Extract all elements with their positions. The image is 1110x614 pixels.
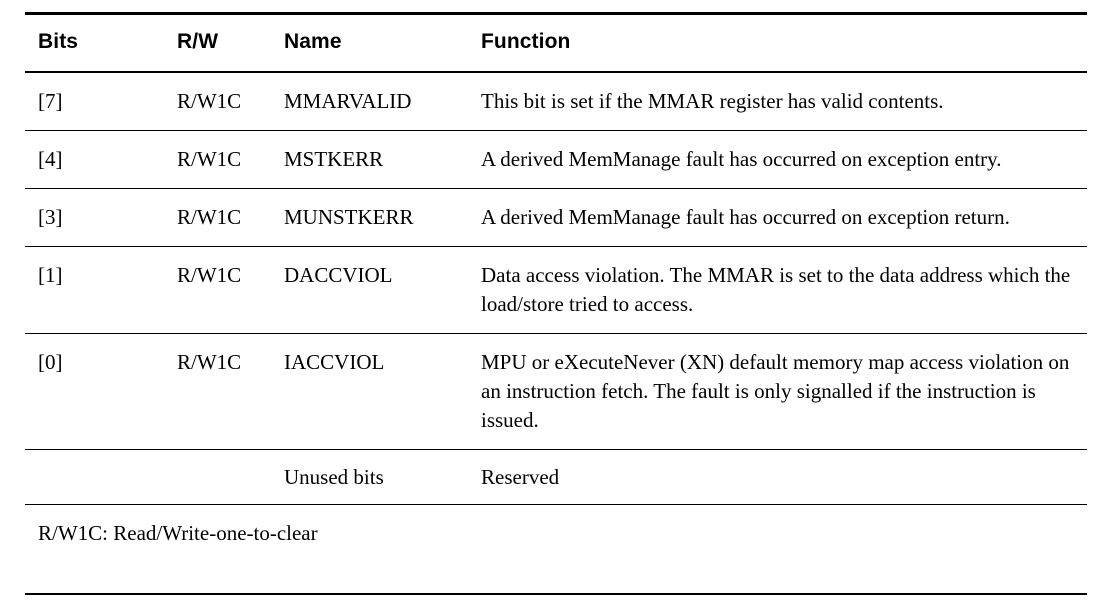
table-row-unused-bits: Unused bits Reserved [25, 449, 1087, 505]
table-body: [7] R/W1C MMARVALID This bit is set if t… [25, 72, 1087, 562]
cell-name: MSTKERR [265, 130, 459, 189]
cell-function: Reserved [459, 449, 1087, 505]
column-header-name: Name [265, 12, 459, 73]
cell-bits: [0] [25, 333, 157, 450]
cell-name: MUNSTKERR [265, 188, 459, 247]
cell-name: Unused bits [265, 449, 459, 505]
table-footnote-row: R/W1C: Read/Write-one-to-clear [25, 505, 1087, 563]
cell-bits [25, 449, 157, 505]
cell-rw: R/W1C [157, 188, 265, 247]
cell-bits: [7] [25, 72, 157, 131]
footnote-text: R/W1C: Read/Write-one-to-clear [38, 521, 318, 545]
cell-bits: [4] [25, 130, 157, 189]
table-header-row: Bits R/W Name Function [25, 12, 1087, 73]
cell-rw [157, 449, 265, 505]
cell-function: Data access violation. The MMAR is set t… [459, 246, 1087, 334]
table-row: [7] R/W1C MMARVALID This bit is set if t… [25, 72, 1087, 131]
table-row: [4] R/W1C MSTKERR A derived MemManage fa… [25, 130, 1087, 189]
column-header-rw: R/W [157, 12, 265, 73]
cell-name: DACCVIOL [265, 246, 459, 334]
cell-function: A derived MemManage fault has occurred o… [459, 188, 1087, 247]
column-header-bits: Bits [25, 12, 157, 73]
cell-function: MPU or eXecuteNever (XN) default memory … [459, 333, 1087, 450]
cell-rw: R/W1C [157, 333, 265, 450]
table-row: [3] R/W1C MUNSTKERR A derived MemManage … [25, 188, 1087, 247]
cell-name: MMARVALID [265, 72, 459, 131]
cell-rw: R/W1C [157, 246, 265, 334]
table-row: [1] R/W1C DACCVIOL Data access violation… [25, 246, 1087, 334]
cell-bits: [1] [25, 246, 157, 334]
cell-rw: R/W1C [157, 72, 265, 131]
cell-function: A derived MemManage fault has occurred o… [459, 130, 1087, 189]
column-header-function: Function [459, 12, 1087, 73]
cell-function: This bit is set if the MMAR register has… [459, 72, 1087, 131]
table-row: [0] R/W1C IACCVIOL MPU or eXecuteNever (… [25, 333, 1087, 450]
cell-name: IACCVIOL [265, 333, 459, 450]
table-header: Bits R/W Name Function [25, 12, 1087, 73]
register-bitfield-table: Bits R/W Name Function [7] R/W1C MMARVAL… [25, 12, 1087, 562]
cell-bits: [3] [25, 188, 157, 247]
cell-rw: R/W1C [157, 130, 265, 189]
table-bottom-rule [25, 593, 1087, 595]
